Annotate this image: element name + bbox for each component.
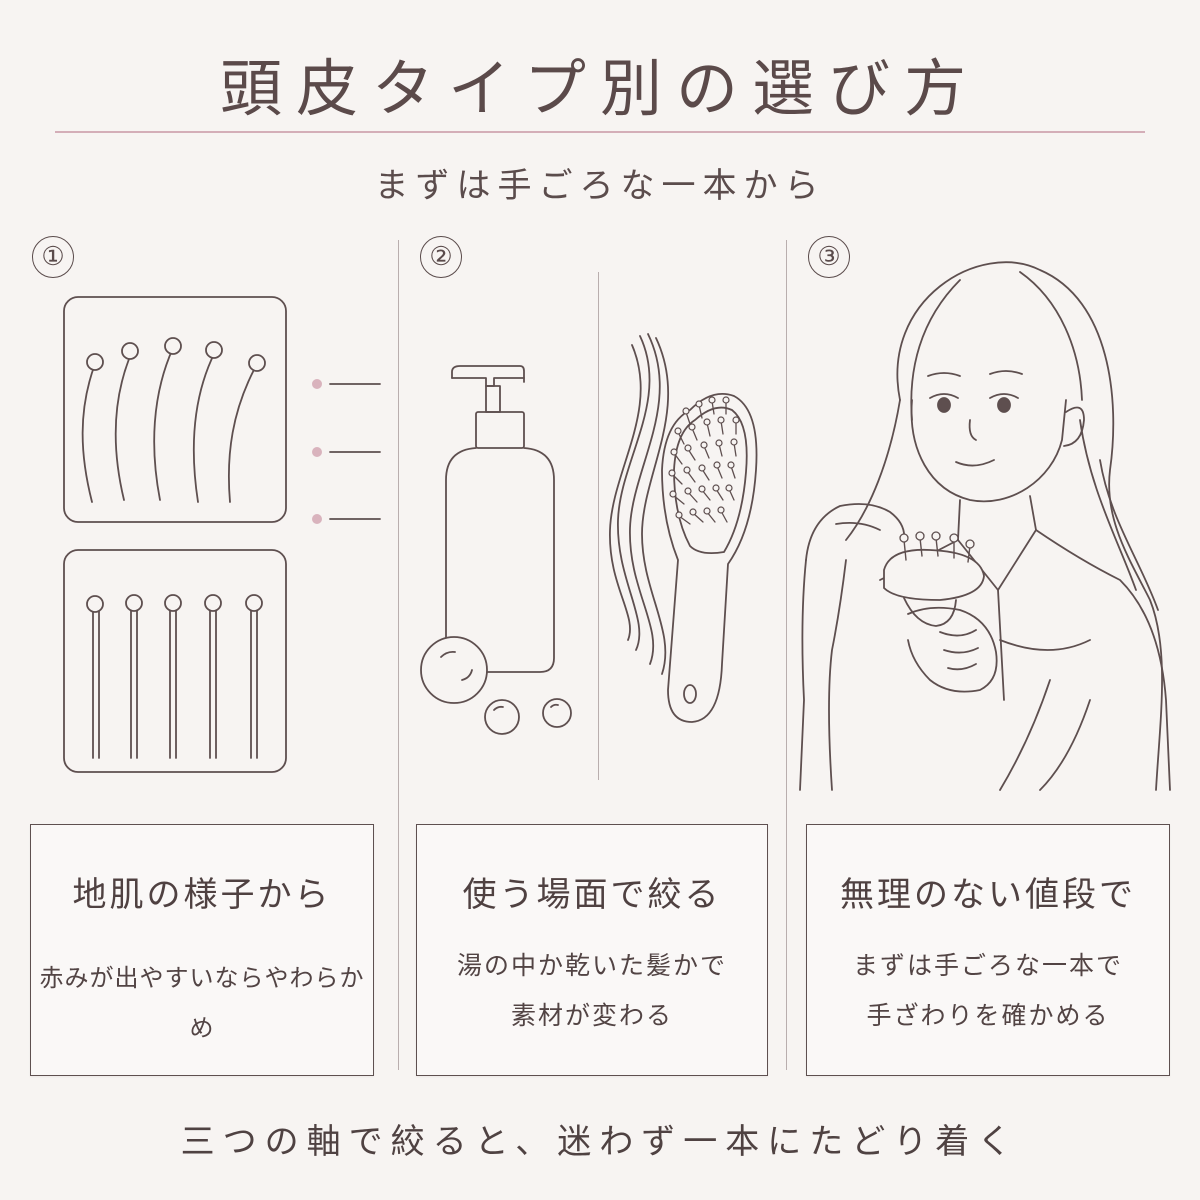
card-text-line: 赤みが出やすいならやわらかめ <box>39 964 365 1042</box>
column-divider-2 <box>786 240 788 1070</box>
footer-summary: 三つの軸で絞ると、迷わず一本にたどり着く <box>180 1122 1020 1162</box>
panel-legend-lines <box>329 383 381 520</box>
curved-bristle-panel <box>63 296 287 523</box>
card-text-line: 手ざわりを確かめる <box>866 1001 1110 1030</box>
card-text-line: まずは手ごろな一本で <box>852 951 1123 980</box>
page-title: 頭皮タイプ別の選び方 <box>219 52 980 125</box>
column-divider-1 <box>398 240 400 1070</box>
legend-dots <box>312 379 322 524</box>
title-divider <box>55 131 1145 133</box>
inner-divider <box>598 272 600 780</box>
paddle-brush-illustration <box>609 333 758 723</box>
woman-illustration <box>799 261 1171 791</box>
criteria-card-2: 使う場面で絞る 湯の中か乾いた髪かで 素材が変わる <box>416 824 768 1076</box>
pump-bottle-illustration <box>420 365 572 735</box>
card-text-line: 湯の中か乾いた髪かで <box>456 951 727 980</box>
step-number-3: ③ <box>808 236 850 278</box>
card-title: 無理のない値段で <box>840 875 1136 915</box>
criteria-card-1: 地肌の様子から 赤みが出やすいならやわらかめ <box>30 824 374 1076</box>
card-title: 地肌の様子から <box>72 875 332 915</box>
step-number-2: ② <box>420 236 462 278</box>
straight-bristle-panel <box>63 549 287 773</box>
step-number-1: ① <box>32 236 74 278</box>
card-title: 使う場面で絞る <box>462 875 722 915</box>
card-text-line: 素材が変わる <box>510 1001 673 1030</box>
page-subtitle: まずは手ごろな一本から <box>374 166 826 206</box>
criteria-card-3: 無理のない値段で まずは手ごろな一本で 手ざわりを確かめる <box>806 824 1170 1076</box>
